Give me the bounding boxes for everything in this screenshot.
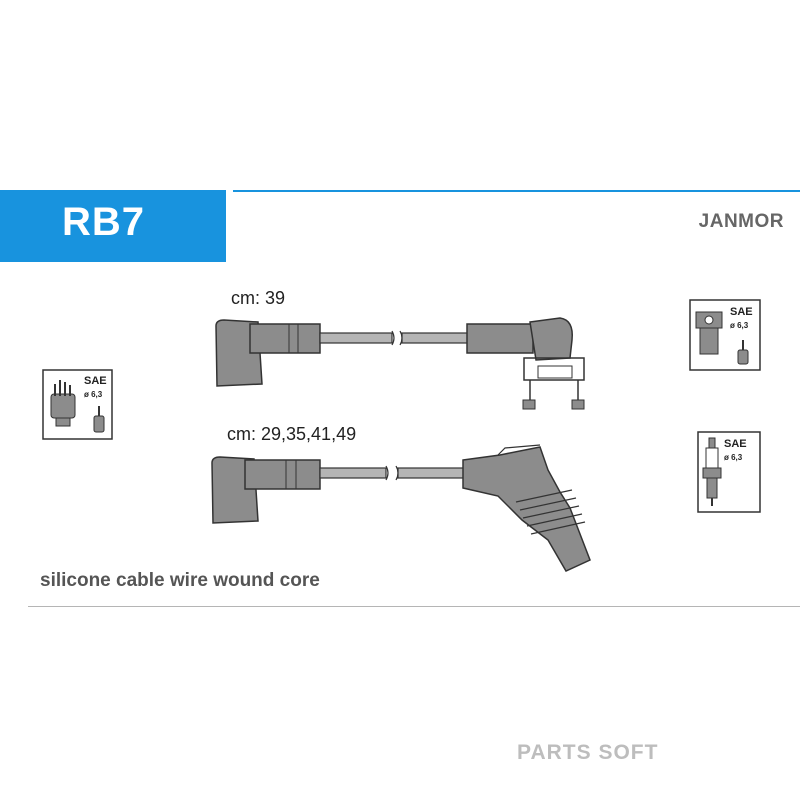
header-rule (233, 190, 800, 192)
cable-1-right-boot (529, 317, 573, 361)
footer-rule (28, 606, 800, 607)
spark-plug-connector-box: SAE ø 6,3 (697, 431, 761, 513)
cable-description: silicone cable wire wound core (40, 570, 320, 591)
distributor-connector-box: SAE ø 6,3 (42, 369, 113, 440)
coil-connector-box: SAE ø 6,3 (689, 299, 761, 371)
distributor-standard: SAE (84, 375, 107, 387)
cable-1-wire-right (401, 332, 469, 344)
part-code-banner (0, 190, 226, 262)
brand-name: JANMOR (698, 211, 784, 232)
spark-plug-standard: SAE (724, 438, 747, 450)
terminal-icon (737, 340, 749, 365)
cable-1-left-sleeve (249, 323, 321, 354)
watermark: PARTS SOFT (517, 741, 659, 764)
part-code: RB7 (62, 200, 146, 244)
coil-diameter: ø 6,3 (730, 321, 749, 330)
coil-icon (695, 311, 723, 355)
cable-1-right-sleeve (466, 323, 534, 354)
distributor-diameter: ø 6,3 (84, 390, 103, 399)
cable-2-illustration (211, 444, 591, 572)
spark-plug-icon (702, 437, 722, 506)
cable-2-length: cm: 29,35,41,49 (227, 424, 357, 444)
spark-plug-diameter: ø 6,3 (724, 453, 743, 462)
cable-2-wire-right (397, 467, 465, 479)
distributor-cap-icon (50, 380, 76, 427)
cable-2-left-sleeve (244, 459, 321, 490)
coil-standard: SAE (730, 306, 753, 318)
terminal-icon (93, 406, 105, 433)
cable-1-length: cm: 39 (231, 288, 286, 308)
cable-1-illustration (215, 317, 585, 410)
cable-1-wire-left (319, 332, 393, 344)
cable-2-wire-left (319, 467, 387, 479)
